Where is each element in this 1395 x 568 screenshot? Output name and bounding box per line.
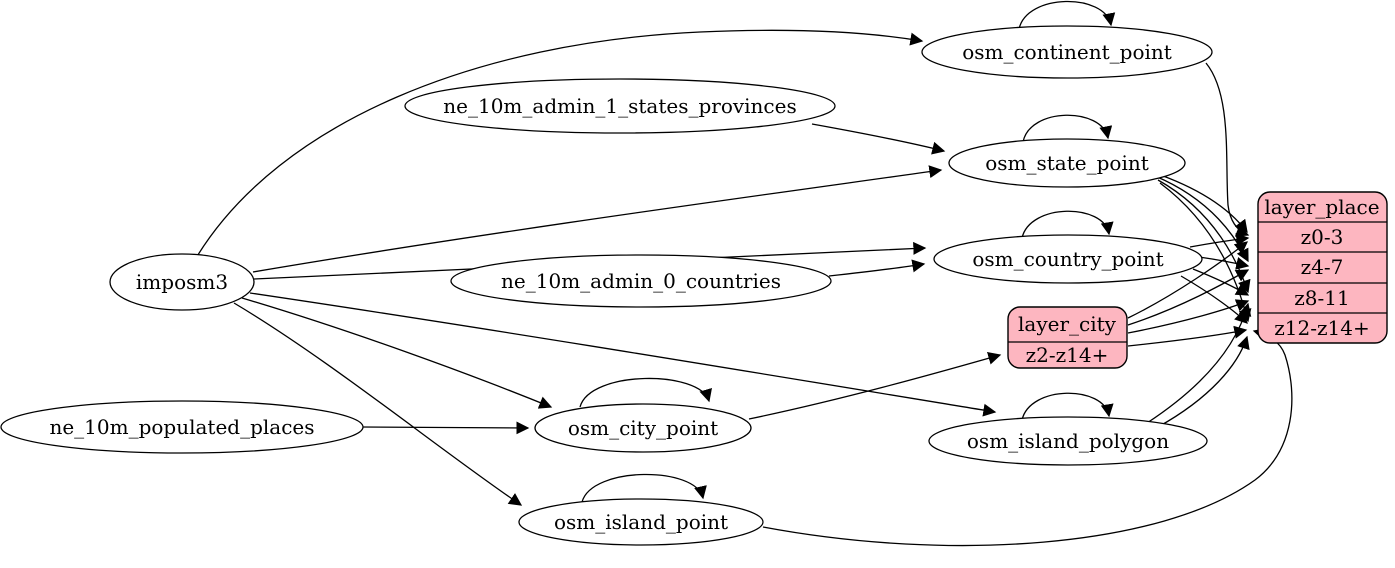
osm_island_polygon-ellipse	[928, 416, 1208, 466]
edge-osm_city_point-layer_city-z2-z14	[748, 351, 1002, 420]
self-loop-osm_country_point	[1021, 210, 1114, 239]
osm_country_point-label: osm_country_point	[972, 247, 1163, 271]
edge-osm_continent_point-layer_place-z0-3	[1205, 62, 1250, 237]
node-osm_city_point: osm_city_point	[534, 403, 752, 453]
ne_10m_populated_places-label: ne_10m_populated_places	[49, 415, 314, 439]
edge-imposm3-osm_island_polygon	[249, 292, 997, 417]
osm_continent_point-ellipse	[921, 25, 1213, 79]
edge-osm_country_point-layer_place-z8-11	[1192, 268, 1250, 296]
node-osm_island_polygon: osm_island_polygon	[928, 416, 1208, 466]
edge-imposm3-osm_city_point	[241, 297, 553, 409]
layer_place-row-z4-7: z4-7	[1301, 255, 1344, 279]
node-imposm3: imposm3	[109, 253, 255, 311]
edge-osm_country_point-layer_place-z4-7	[1198, 256, 1250, 270]
osm_island_point-label: osm_island_point	[554, 510, 728, 534]
self-loop-osm_island_point	[581, 473, 707, 503]
node-osm_country_point: osm_country_point	[933, 234, 1203, 284]
edge-imposm3-osm_continent_point	[195, 29, 924, 259]
ne_10m_admin_0_countries-ellipse	[450, 254, 832, 308]
layer_place-row-z8-11: z8-11	[1294, 286, 1349, 310]
node-ne_10m_admin_0_countries: ne_10m_admin_0_countries	[450, 254, 832, 308]
osm_city_point-label: osm_city_point	[568, 416, 718, 440]
self-loop-osm_city_point	[579, 377, 712, 408]
ne_10m_admin_1_states_provinces-label: ne_10m_admin_1_states_provinces	[443, 94, 796, 118]
osm_state_point-label: osm_state_point	[985, 151, 1149, 175]
node-layer_place: layer_place z0-3 z4-7 z8-11 z12-z14+	[1257, 191, 1388, 344]
imposm3-label: imposm3	[136, 270, 228, 294]
edge-ne_10m_admin_1_states_provinces-osm_state_point	[811, 123, 946, 155]
osm_island_polygon-label: osm_island_polygon	[967, 429, 1169, 453]
edge-osm_island_point-layer_place-z12-z14	[762, 327, 1293, 547]
edge-osm_state_point-layer_place-z8-11	[1157, 179, 1251, 294]
osm_state_point-ellipse	[948, 138, 1186, 188]
layer_city-title: layer_city	[1018, 312, 1117, 336]
ne_10m_admin_1_states_provinces-ellipse	[404, 78, 836, 134]
edges-into-layer_place	[762, 62, 1293, 547]
ne_10m_admin_0_countries-label: ne_10m_admin_0_countries	[501, 269, 781, 293]
layer_city-row-z2-z14: z2-z14+	[1026, 343, 1109, 367]
osm_city_point-ellipse	[534, 403, 752, 453]
edges-natural-earth	[361, 123, 946, 435]
self-loops	[579, 0, 1116, 503]
layer_place-row-z0-3: z0-3	[1301, 225, 1344, 249]
edge-layer_city-layer_place-z0-3	[1127, 241, 1249, 319]
edge-imposm3-osm_state_point	[252, 165, 943, 273]
node-ne_10m_populated_places: ne_10m_populated_places	[0, 400, 364, 454]
osm_country_point-ellipse	[933, 234, 1203, 284]
osm_island_point-ellipse	[518, 498, 764, 546]
ne_10m_populated_places-ellipse	[0, 400, 364, 454]
edge-osm_country_point-layer_place-z0-3	[1189, 233, 1250, 248]
self-loop-osm_continent_point	[1018, 0, 1116, 30]
node-osm_state_point: osm_state_point	[948, 138, 1186, 188]
node-ne_10m_admin_1_states_provinces: ne_10m_admin_1_states_provinces	[404, 78, 836, 134]
edge-imposm3-osm_island_point	[233, 302, 523, 506]
edge-osm_island_polygon-layer_place-z8-11	[1146, 302, 1252, 424]
edge-osm_island_polygon-layer_place-z12-z14	[1157, 335, 1250, 428]
imposm3-ellipse	[109, 253, 255, 311]
edge-ne_10m_admin_0_countries-osm_country_point	[828, 259, 926, 277]
layer_place-title: layer_place	[1264, 195, 1379, 219]
edge-layer_city-layer_place-z8-11	[1127, 299, 1250, 334]
self-loop-osm_state_point	[1022, 114, 1113, 143]
edge-osm_state_point-layer_place-z0-3	[1151, 171, 1248, 234]
layer_place-row-z12-z14: z12-z14+	[1274, 316, 1370, 340]
node-osm_continent_point: osm_continent_point	[921, 25, 1213, 79]
edge-ne_10m_populated_places-osm_city_point	[361, 421, 530, 435]
edge-layer_city-layer_place-z4-7	[1127, 269, 1250, 326]
osm_continent_point-label: osm_continent_point	[962, 40, 1172, 64]
layer_city-box	[1007, 306, 1128, 369]
self-loop-osm_island_polygon	[1021, 392, 1114, 421]
node-layer_city: layer_city z2-z14+	[1007, 306, 1128, 369]
edge-layer_city-layer_place-z12-z14	[1127, 325, 1248, 347]
layer_place-box	[1257, 191, 1388, 344]
node-osm_island_point: osm_island_point	[518, 498, 764, 546]
